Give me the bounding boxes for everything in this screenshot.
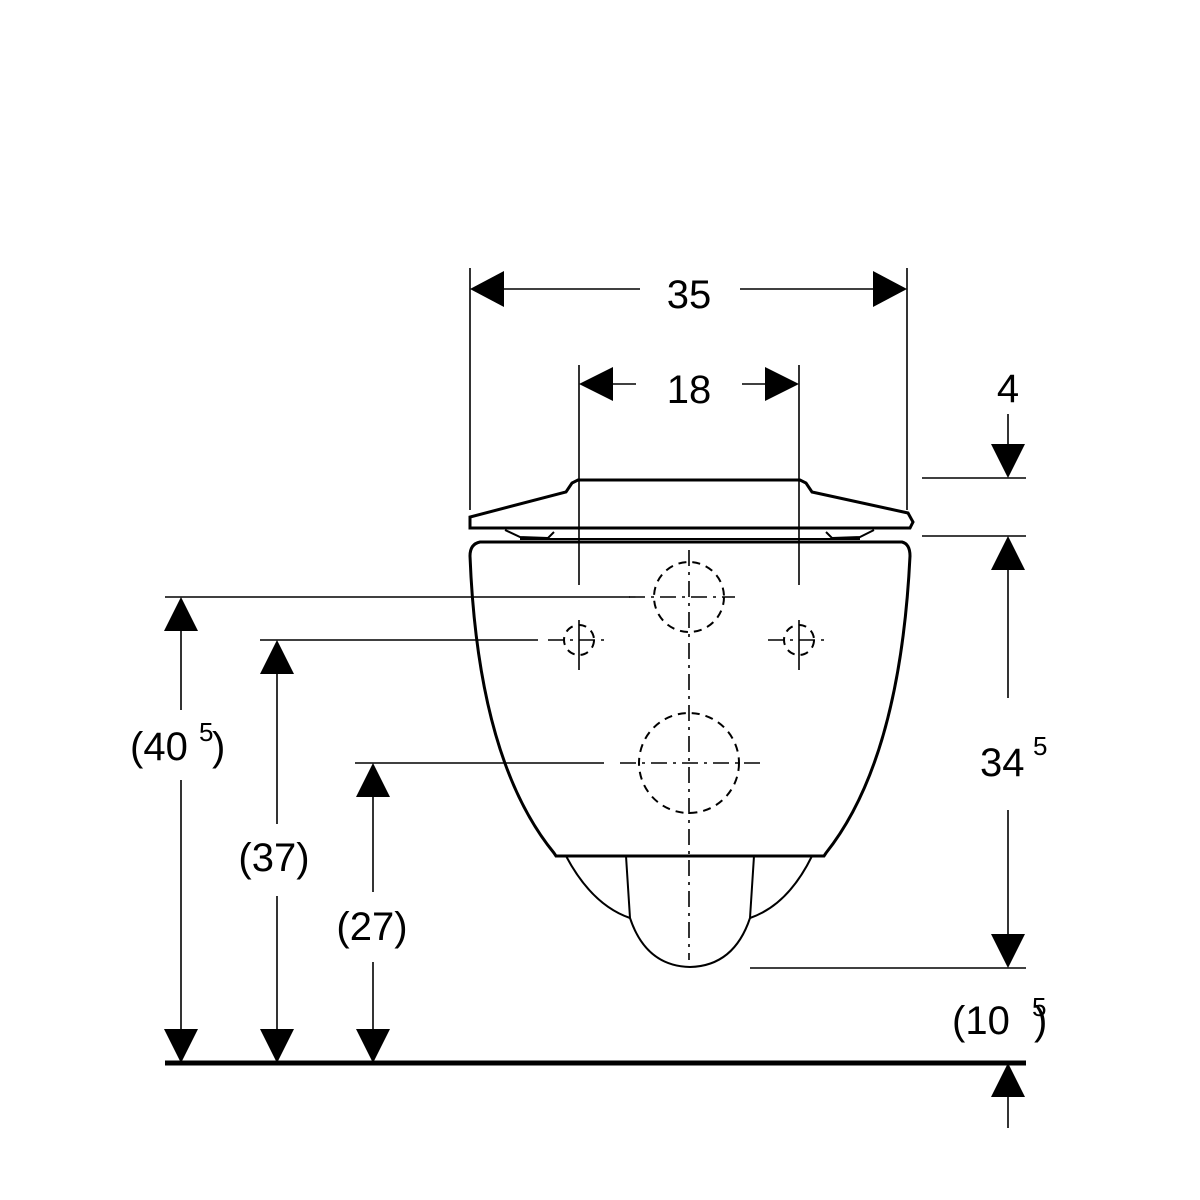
dim-label-40-5-open: (40 <box>130 725 188 769</box>
dim-seat-thickness: 4 <box>991 367 1025 478</box>
dim-label-27: (27) <box>336 905 407 949</box>
dim-label-10-5-open: (10 <box>952 999 1010 1043</box>
dim-label-40-5-close: ) <box>212 725 225 769</box>
dim-bolt-height: (37) <box>238 640 310 1063</box>
dim-outlet-height: (27) <box>336 763 408 1063</box>
dim-label-4: 4 <box>997 367 1019 411</box>
dim-label-10-5-close: ) <box>1034 999 1047 1043</box>
dim-label-18: 18 <box>667 368 712 412</box>
dim-label-35: 35 <box>667 273 712 317</box>
dim-label-34-5: 34 <box>980 741 1025 785</box>
center-lines <box>548 550 830 960</box>
seat-hinge-left <box>504 529 555 540</box>
bowl-foot-right <box>749 855 813 919</box>
dim-outlet-clearance: (10 5 ) <box>952 992 1047 1128</box>
seat-hinge-right <box>825 529 875 540</box>
outlet-spigot <box>625 855 755 969</box>
toilet-outline <box>468 478 915 969</box>
lower-pipe-hole <box>638 712 740 814</box>
seat-lid <box>468 478 915 530</box>
dim-label-10-5-sup: 5 <box>1032 992 1046 1022</box>
dim-label-40-5-sup: 5 <box>199 717 213 747</box>
dim-bowl-height: 34 5 <box>980 536 1047 968</box>
bowl-foot <box>565 855 631 919</box>
dim-overall-width: 35 <box>470 271 907 317</box>
dim-label-34-5-sup: 5 <box>1033 731 1047 761</box>
extension-lines <box>165 268 1026 969</box>
bowl-body <box>468 540 912 858</box>
dim-label-37: (37) <box>238 836 309 880</box>
dim-fixing-spacing: 18 <box>579 367 799 412</box>
dim-top-fixing-height: (40 5 ) <box>130 597 225 1063</box>
